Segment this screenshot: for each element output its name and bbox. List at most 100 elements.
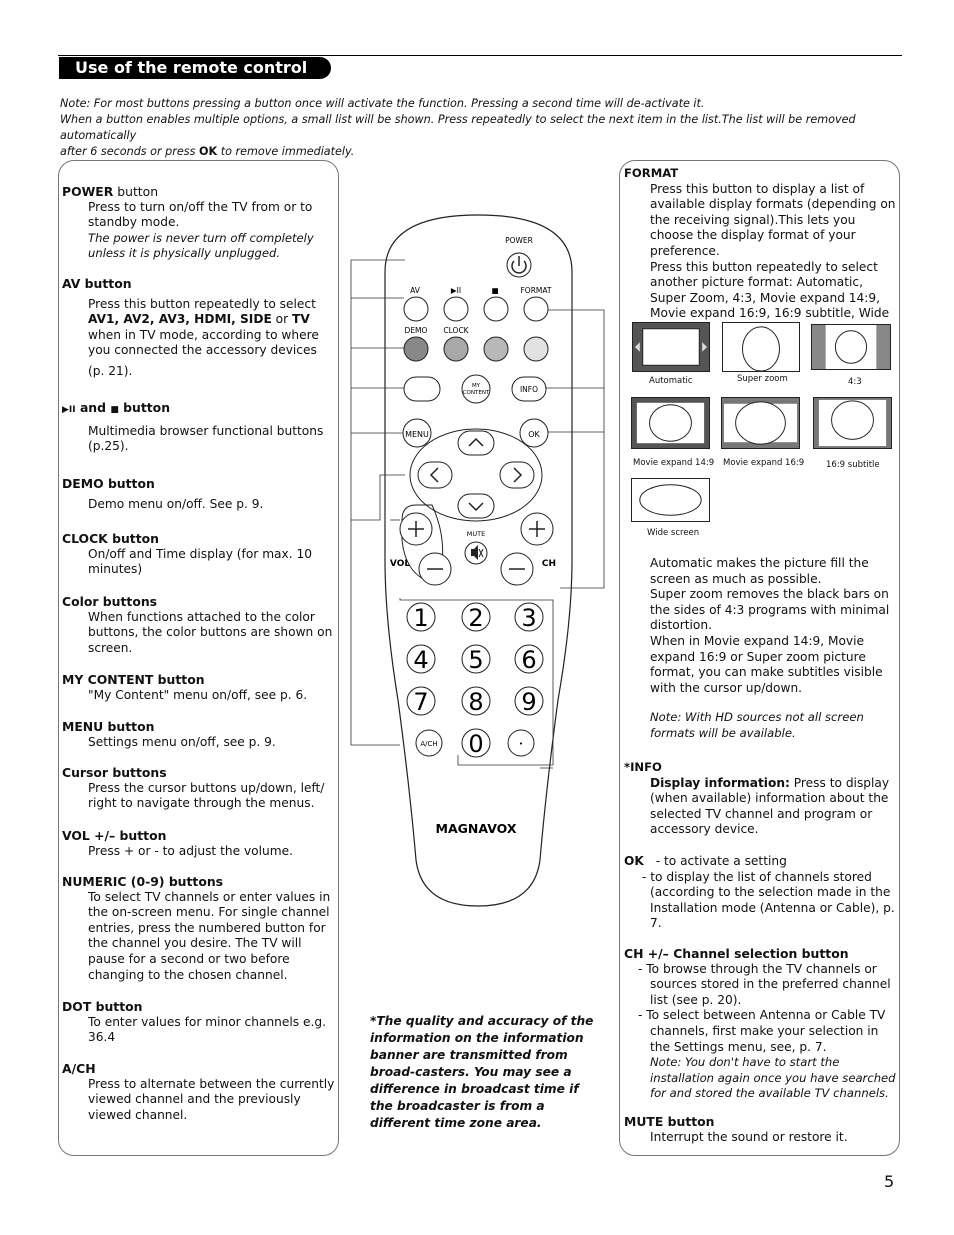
section-title: Use of the remote control <box>59 57 331 79</box>
format-caption-4: Movie expand 16:9 <box>723 458 805 468</box>
digit-0-button[interactable] <box>461 728 491 758</box>
ach-button[interactable] <box>415 729 443 757</box>
color-button-4[interactable] <box>523 336 549 362</box>
digit-9-label: 9 <box>521 688 536 716</box>
digit-7-button[interactable] <box>406 686 436 716</box>
demo-color-button[interactable] <box>403 336 429 362</box>
chevron-left-icon <box>429 467 439 483</box>
svg-text:INFO: INFO <box>520 385 538 394</box>
format-thumbnail-6 <box>631 478 710 522</box>
color-button-3[interactable] <box>483 336 509 362</box>
svg-text:OK: OK <box>528 430 540 439</box>
svg-text:0: 0 <box>468 730 483 758</box>
svg-text:CLOCK: CLOCK <box>443 326 469 335</box>
demo-section: DEMO button Demo menu on/off. See p. 9. <box>62 476 264 511</box>
svg-text:CONTENT: CONTENT <box>463 390 490 396</box>
plus-icon <box>408 521 424 537</box>
cursor-right-button[interactable] <box>499 461 535 489</box>
digit-5-label: 5 <box>468 646 483 674</box>
format-thumbnail-4 <box>721 397 800 449</box>
cursor-up-button[interactable] <box>457 430 495 456</box>
top-rule <box>58 55 902 56</box>
play-pause-button[interactable] <box>443 296 469 322</box>
svg-text:CH: CH <box>542 559 556 569</box>
format-section: FORMAT Press this button to display a li… <box>624 166 896 336</box>
format-description: Automatic makes the picture fill the scr… <box>650 556 890 740</box>
clock-section: CLOCK button On/off and Time display (fo… <box>62 531 312 577</box>
digit-3-button[interactable] <box>514 602 544 632</box>
info-button[interactable] <box>511 376 547 402</box>
remote-control-illustration: POWER AV ▶II ■ FORMAT DEMO CLOCK MY CONT… <box>350 214 605 907</box>
callout-left-bracket <box>350 259 405 746</box>
blank-oval-button[interactable] <box>403 376 441 402</box>
chevron-down-icon <box>468 502 484 512</box>
digit-8-label: 8 <box>468 688 483 716</box>
play-stop-section: ▶II and ■ button Multimedia browser func… <box>62 400 324 454</box>
plus-icon <box>529 521 545 537</box>
svg-text:MY: MY <box>472 383 481 389</box>
digit-9-button[interactable] <box>514 686 544 716</box>
format-caption-1: Super zoom <box>737 374 788 384</box>
ch-rocker: CH <box>500 512 556 586</box>
cursor-section: Cursor buttons Press the cursor buttons … <box>62 765 325 811</box>
stop-button[interactable] <box>483 296 509 322</box>
format-caption-0: Automatic <box>649 376 693 386</box>
page-number: 5 <box>884 1172 895 1191</box>
power-label: POWER <box>505 236 533 245</box>
vol-section: VOL +/– button Press + or - to adjust th… <box>62 828 293 858</box>
ch-section: CH +/– Channel selection button - To bro… <box>624 946 896 1101</box>
note-line-2: When a button enables multiple options, … <box>60 113 856 142</box>
digit-7-label: 7 <box>413 688 428 716</box>
format-caption-3: Movie expand 14:9 <box>633 458 715 468</box>
digit-4-label: 4 <box>413 646 428 674</box>
dot-button[interactable] <box>507 729 535 757</box>
digit-1-label: 1 <box>413 604 428 632</box>
format-button[interactable] <box>523 296 549 322</box>
format-thumbnail-0 <box>632 322 710 372</box>
av-button[interactable] <box>403 296 429 322</box>
svg-text:MUTE: MUTE <box>467 530 485 538</box>
digit-2-button[interactable] <box>461 602 491 632</box>
speaker-mute-icon <box>471 545 484 560</box>
digit-3-label: 3 <box>521 604 536 632</box>
clock-color-button[interactable] <box>443 336 469 362</box>
left-panel <box>58 160 339 1156</box>
number-pad: 1 2 3 4 5 6 7 8 9 <box>406 602 544 716</box>
digit-4-button[interactable] <box>406 644 436 674</box>
ok-section: OK - to activate a setting - to display … <box>624 854 895 931</box>
brand-logo: MAGNAVOX <box>436 821 517 836</box>
format-thumbnail-1 <box>722 322 800 372</box>
mycontent-section: MY CONTENT button "My Content" menu on/o… <box>62 672 308 702</box>
format-caption-6: Wide screen <box>647 528 700 538</box>
mycontent-button[interactable] <box>461 374 491 404</box>
digit-2-label: 2 <box>468 604 483 632</box>
note-line-3: after 6 seconds or press OK to remove im… <box>60 145 355 158</box>
ok-button[interactable] <box>519 418 549 448</box>
cursor-down-button[interactable] <box>457 493 495 519</box>
intro-note: Note: For most buttons pressing a button… <box>60 96 900 160</box>
format-caption-5: 16:9 subtitle <box>826 460 880 470</box>
chevron-right-icon <box>513 467 523 483</box>
digit-5-button[interactable] <box>461 644 491 674</box>
av-section: AV button Press this button repeatedly t… <box>62 276 319 378</box>
menu-button[interactable] <box>402 418 432 448</box>
svg-text:MENU: MENU <box>405 430 429 439</box>
format-caption-2: 4:3 <box>848 377 862 387</box>
cursor-left-button[interactable] <box>417 461 453 489</box>
digit-6-button[interactable] <box>514 644 544 674</box>
info-section: *INFO Display information: Press to disp… <box>624 760 890 837</box>
format-thumbnail-3 <box>631 397 710 449</box>
digit-6-label: 6 <box>521 646 536 674</box>
digit-8-button[interactable] <box>461 686 491 716</box>
svg-text:FORMAT: FORMAT <box>520 286 551 295</box>
format-thumbnail-5 <box>813 397 892 449</box>
svg-text:▶II: ▶II <box>451 286 461 295</box>
mute-section: MUTE button Interrupt the sound or resto… <box>624 1114 848 1144</box>
info-banner-footnote: *The quality and accuracy of the informa… <box>370 1014 594 1130</box>
format-thumbnail-2 <box>811 324 891 370</box>
power-icon <box>511 256 527 274</box>
note-line-1: Note: For most buttons pressing a button… <box>60 97 705 110</box>
digit-1-button[interactable] <box>406 602 436 632</box>
svg-text:■: ■ <box>491 286 498 295</box>
svg-text:•: • <box>519 740 523 748</box>
